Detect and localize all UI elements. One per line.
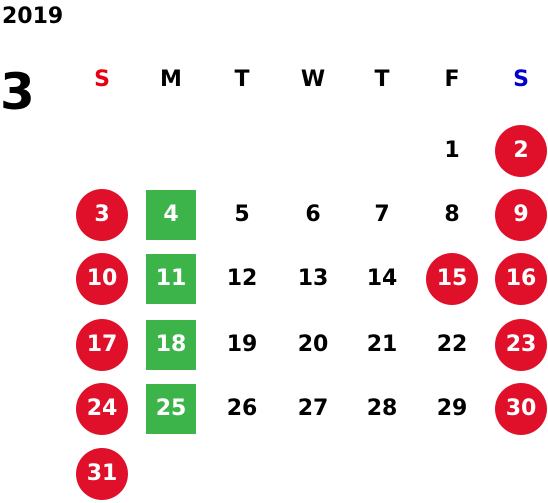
day-cell-5[interactable]: 5 <box>234 202 250 227</box>
day-cell-14[interactable]: 14 <box>366 266 398 291</box>
day-cell-27[interactable]: 27 <box>297 396 329 421</box>
weekday-header-thursday: T <box>374 67 390 92</box>
day-cell-6[interactable]: 6 <box>305 202 321 227</box>
day-cell-4[interactable]: 4 <box>146 190 196 240</box>
day-cell-8[interactable]: 8 <box>444 202 460 227</box>
weekday-header-friday: F <box>444 67 460 92</box>
month-number: 3 <box>0 63 35 121</box>
day-cell-20[interactable]: 20 <box>297 332 329 357</box>
day-cell-13[interactable]: 13 <box>297 266 329 291</box>
day-cell-15[interactable]: 15 <box>426 253 478 305</box>
day-cell-16[interactable]: 16 <box>495 253 547 305</box>
day-cell-26[interactable]: 26 <box>226 396 258 421</box>
day-cell-2[interactable]: 2 <box>495 125 547 177</box>
day-cell-10[interactable]: 10 <box>76 253 128 305</box>
day-cell-23[interactable]: 23 <box>495 319 547 371</box>
day-cell-24[interactable]: 24 <box>76 383 128 435</box>
day-cell-28[interactable]: 28 <box>366 396 398 421</box>
day-cell-3[interactable]: 3 <box>76 189 128 241</box>
day-cell-17[interactable]: 17 <box>76 319 128 371</box>
weekday-header-monday: M <box>160 67 182 92</box>
day-cell-25[interactable]: 25 <box>146 384 196 434</box>
day-cell-7[interactable]: 7 <box>374 202 390 227</box>
weekday-header-sunday: S <box>94 67 110 92</box>
weekday-header-saturday: S <box>513 67 529 92</box>
day-cell-19[interactable]: 19 <box>226 332 258 357</box>
day-cell-1[interactable]: 1 <box>444 138 460 163</box>
day-cell-21[interactable]: 21 <box>366 332 398 357</box>
day-cell-12[interactable]: 12 <box>226 266 258 291</box>
day-cell-11[interactable]: 11 <box>146 254 196 304</box>
day-cell-18[interactable]: 18 <box>146 320 196 370</box>
day-cell-31[interactable]: 31 <box>76 448 128 500</box>
day-cell-29[interactable]: 29 <box>436 396 468 421</box>
day-cell-30[interactable]: 30 <box>495 383 547 435</box>
year-label: 2019 <box>2 4 64 29</box>
day-cell-22[interactable]: 22 <box>436 332 468 357</box>
day-cell-9[interactable]: 9 <box>495 189 547 241</box>
weekday-header-tuesday: T <box>234 67 250 92</box>
weekday-header-wednesday: W <box>300 67 326 92</box>
